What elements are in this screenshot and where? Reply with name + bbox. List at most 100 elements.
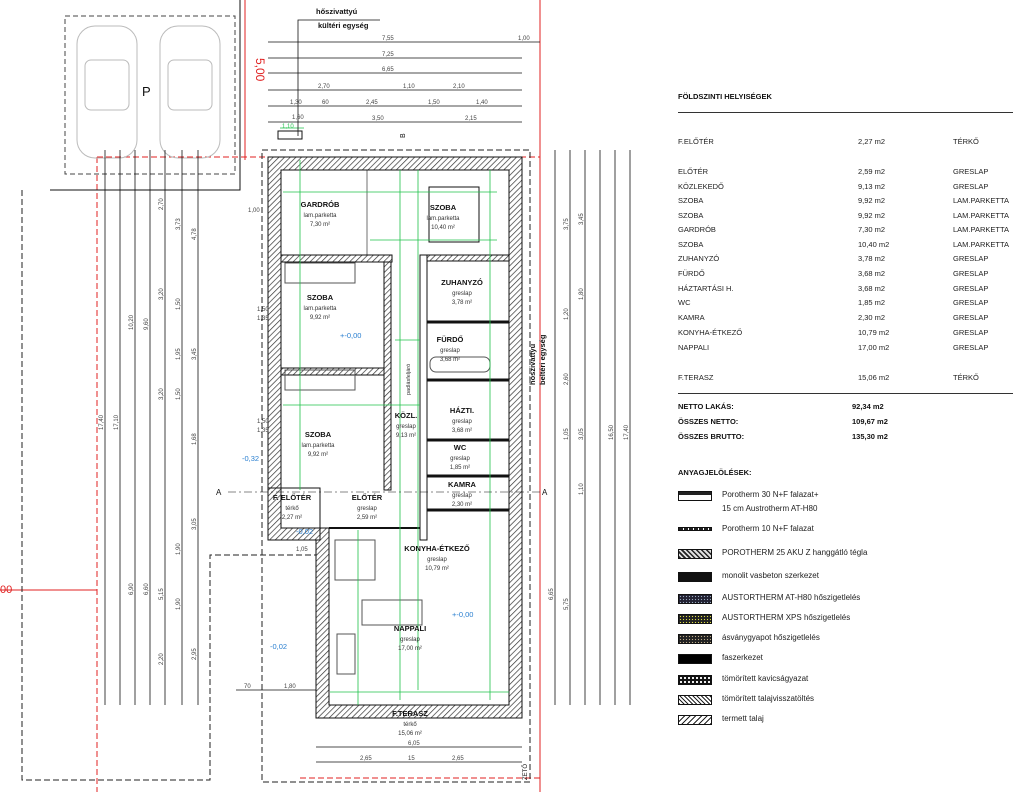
legend-label: Porotherm 10 N+F falazat: [722, 524, 814, 533]
room-mat: greslap: [452, 493, 472, 499]
legend-label: AUSTORTHERM AT-H80 hőszigetlelés: [722, 593, 861, 602]
table-cell-mat: LAM.PARKETTA: [953, 211, 1009, 220]
dimension-label: 1,35: [257, 316, 269, 322]
room-area: 3,68 m²: [440, 357, 460, 363]
room-name: F. ELŐTÉR: [273, 493, 312, 502]
table-cell-area: 10,40 m2: [858, 240, 890, 249]
timber-swatch-icon: [678, 654, 712, 664]
legend-label: Porotherm 30 N+F falazat+: [722, 490, 819, 499]
xps-swatch-icon: [678, 614, 712, 624]
dimension-label: 16,50: [609, 424, 615, 440]
section-marker-a: A: [216, 488, 222, 497]
table-cell-area: 2,27 m2: [858, 137, 886, 146]
walls: [267, 156, 523, 719]
dimension-label: 15: [408, 756, 415, 762]
dimension-label: 5,15: [159, 588, 165, 600]
dimension-label: 3,05: [579, 428, 585, 440]
dimension-label: 1,50: [257, 419, 269, 425]
total-label: ÖSSZES BRUTTO:: [678, 432, 745, 441]
dimension-label: 1,50: [257, 307, 269, 313]
dimension-label: 9,60: [144, 318, 150, 330]
dimension-label: 17,40: [99, 414, 105, 430]
car-icon: [76, 25, 138, 159]
dimension-label: 5,75: [564, 598, 570, 610]
dimension-label: 1,50: [428, 100, 440, 106]
dimension-label: 2,10: [453, 84, 465, 90]
dimension-label: 1,50: [176, 388, 182, 400]
dimension-label: 3,50: [372, 116, 384, 122]
dimension-label: 70: [244, 684, 251, 690]
dimension-label: 17,40: [624, 424, 630, 440]
room-area: 2,59 m²: [357, 515, 377, 521]
eps-swatch-icon: [678, 594, 712, 604]
room-mat: térkő: [403, 722, 417, 728]
dimension-label: 2,45: [366, 100, 378, 106]
level-marker: -0,32: [242, 454, 259, 463]
table-cell-name: WC: [678, 298, 691, 307]
room-area: 2,27 m²: [282, 515, 302, 521]
legend-label: tömörített talajvisszatöltés: [722, 694, 815, 703]
room-area: 15,06 m²: [398, 731, 422, 737]
total-label: NETTO LAKÁS:: [678, 402, 734, 411]
room-area: 10,79 m²: [425, 566, 449, 572]
table-cell-mat: GRESLAP: [953, 284, 989, 293]
room-mat: térkő: [285, 506, 299, 512]
dimension-label: 3,20: [159, 388, 165, 400]
room-name: WC: [454, 443, 467, 452]
top-dimension-chains: [268, 19, 540, 136]
dimension-label: 1,10: [579, 483, 585, 495]
table-cell-name: KÖZLEKEDŐ: [678, 182, 724, 191]
table-cell-name: SZOBA: [678, 240, 704, 249]
room-name: HÁZTI.: [450, 406, 474, 415]
room-area: 1,85 m²: [450, 465, 470, 471]
dimension-label: 1,05: [564, 428, 570, 440]
table-cell-mat: GRESLAP: [953, 343, 989, 352]
dimension-label: 3,75: [564, 218, 570, 230]
dimension-label: 6,90: [129, 583, 135, 595]
table-cell-name: NAPPALI: [678, 343, 710, 352]
table-cell-area: 9,92 m2: [858, 211, 886, 220]
gravel-swatch-icon: [678, 675, 712, 685]
indoor-unit-note: hőszivattyú: [528, 343, 537, 385]
dimension-label: 1,50: [176, 298, 182, 310]
room-mat: greslap: [400, 637, 420, 643]
divider: [678, 112, 1013, 113]
room-name: FÜRDŐ: [437, 335, 464, 344]
dimension-label: 10,20: [129, 314, 135, 330]
table-cell-mat: GRESLAP: [953, 269, 989, 278]
table-cell-area: 1,85 m2: [858, 298, 886, 307]
backfill-swatch-icon: [678, 695, 712, 705]
legend-label: POROTHERM 25 AKU Z hanggátló tégla: [722, 548, 868, 557]
table-cell-name: ELŐTÉR: [678, 167, 709, 176]
dimension-label: 2,70: [318, 84, 330, 90]
table-cell-name: ZUHANYZÓ: [678, 254, 720, 263]
bottom-dimension-chains: [236, 689, 522, 763]
room-mat: lam.parketta: [303, 306, 337, 312]
dimension-label: 1,40: [476, 100, 488, 106]
mineral-wool-swatch-icon: [678, 634, 712, 644]
table-cell-area: 3,68 m2: [858, 284, 886, 293]
outdoor-unit-note: hőszivattyú: [316, 7, 358, 16]
room-name: F.TERASZ: [392, 709, 428, 718]
legend-label: 15 cm Austrotherm AT-H80: [722, 504, 818, 513]
legend-label: termett talaj: [722, 714, 764, 723]
room-mat: greslap: [452, 291, 472, 297]
table-cell-mat: LAM.PARKETTA: [953, 196, 1009, 205]
dimension-label: 2,65: [360, 756, 372, 762]
room-name: SZOBA: [430, 203, 457, 212]
parking-area: P: [50, 0, 241, 191]
legend-label: faszerkezet: [722, 653, 763, 662]
dimension-label: 3,45: [192, 348, 198, 360]
table-cell-area: 2,59 m2: [858, 167, 886, 176]
room-name: GARDRÓB: [301, 200, 340, 209]
dimension-label: 2,60: [564, 373, 570, 385]
dimension-label: 1,90: [176, 543, 182, 555]
dimension-label: 3,20: [159, 288, 165, 300]
dimension-label: 1,00: [518, 36, 530, 42]
dimension-label: 4,78: [192, 228, 198, 240]
room-mat: greslap: [357, 506, 377, 512]
dimension-label: 3,73: [176, 218, 182, 230]
dimension-label: 1,95: [176, 348, 182, 360]
room-mat: greslap: [427, 557, 447, 563]
